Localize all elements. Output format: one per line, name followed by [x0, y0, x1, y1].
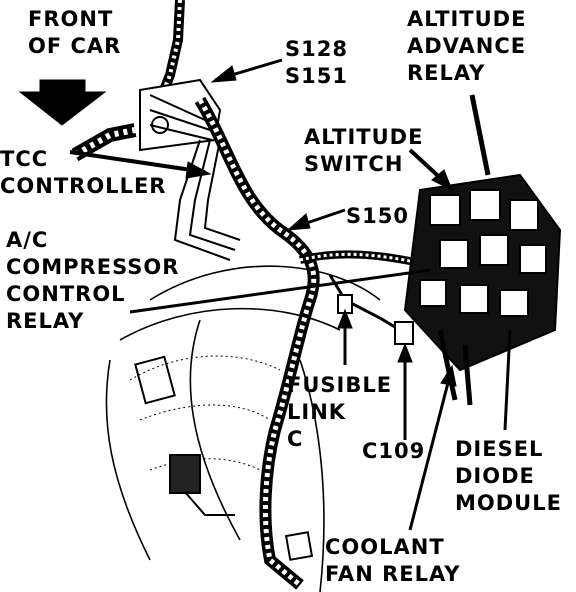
fender-outline	[105, 265, 381, 592]
lower-bracket	[134, 355, 235, 516]
label-s150: S150	[346, 204, 409, 228]
label-c109: C109	[362, 439, 426, 463]
leader-lines	[18, 58, 512, 531]
c109-connector	[394, 321, 414, 345]
coolant-fan-relay	[284, 531, 314, 561]
relay-block	[403, 173, 562, 406]
fender-shading	[129, 355, 281, 471]
front-arrow	[18, 79, 107, 126]
main-harness	[194, 96, 320, 590]
